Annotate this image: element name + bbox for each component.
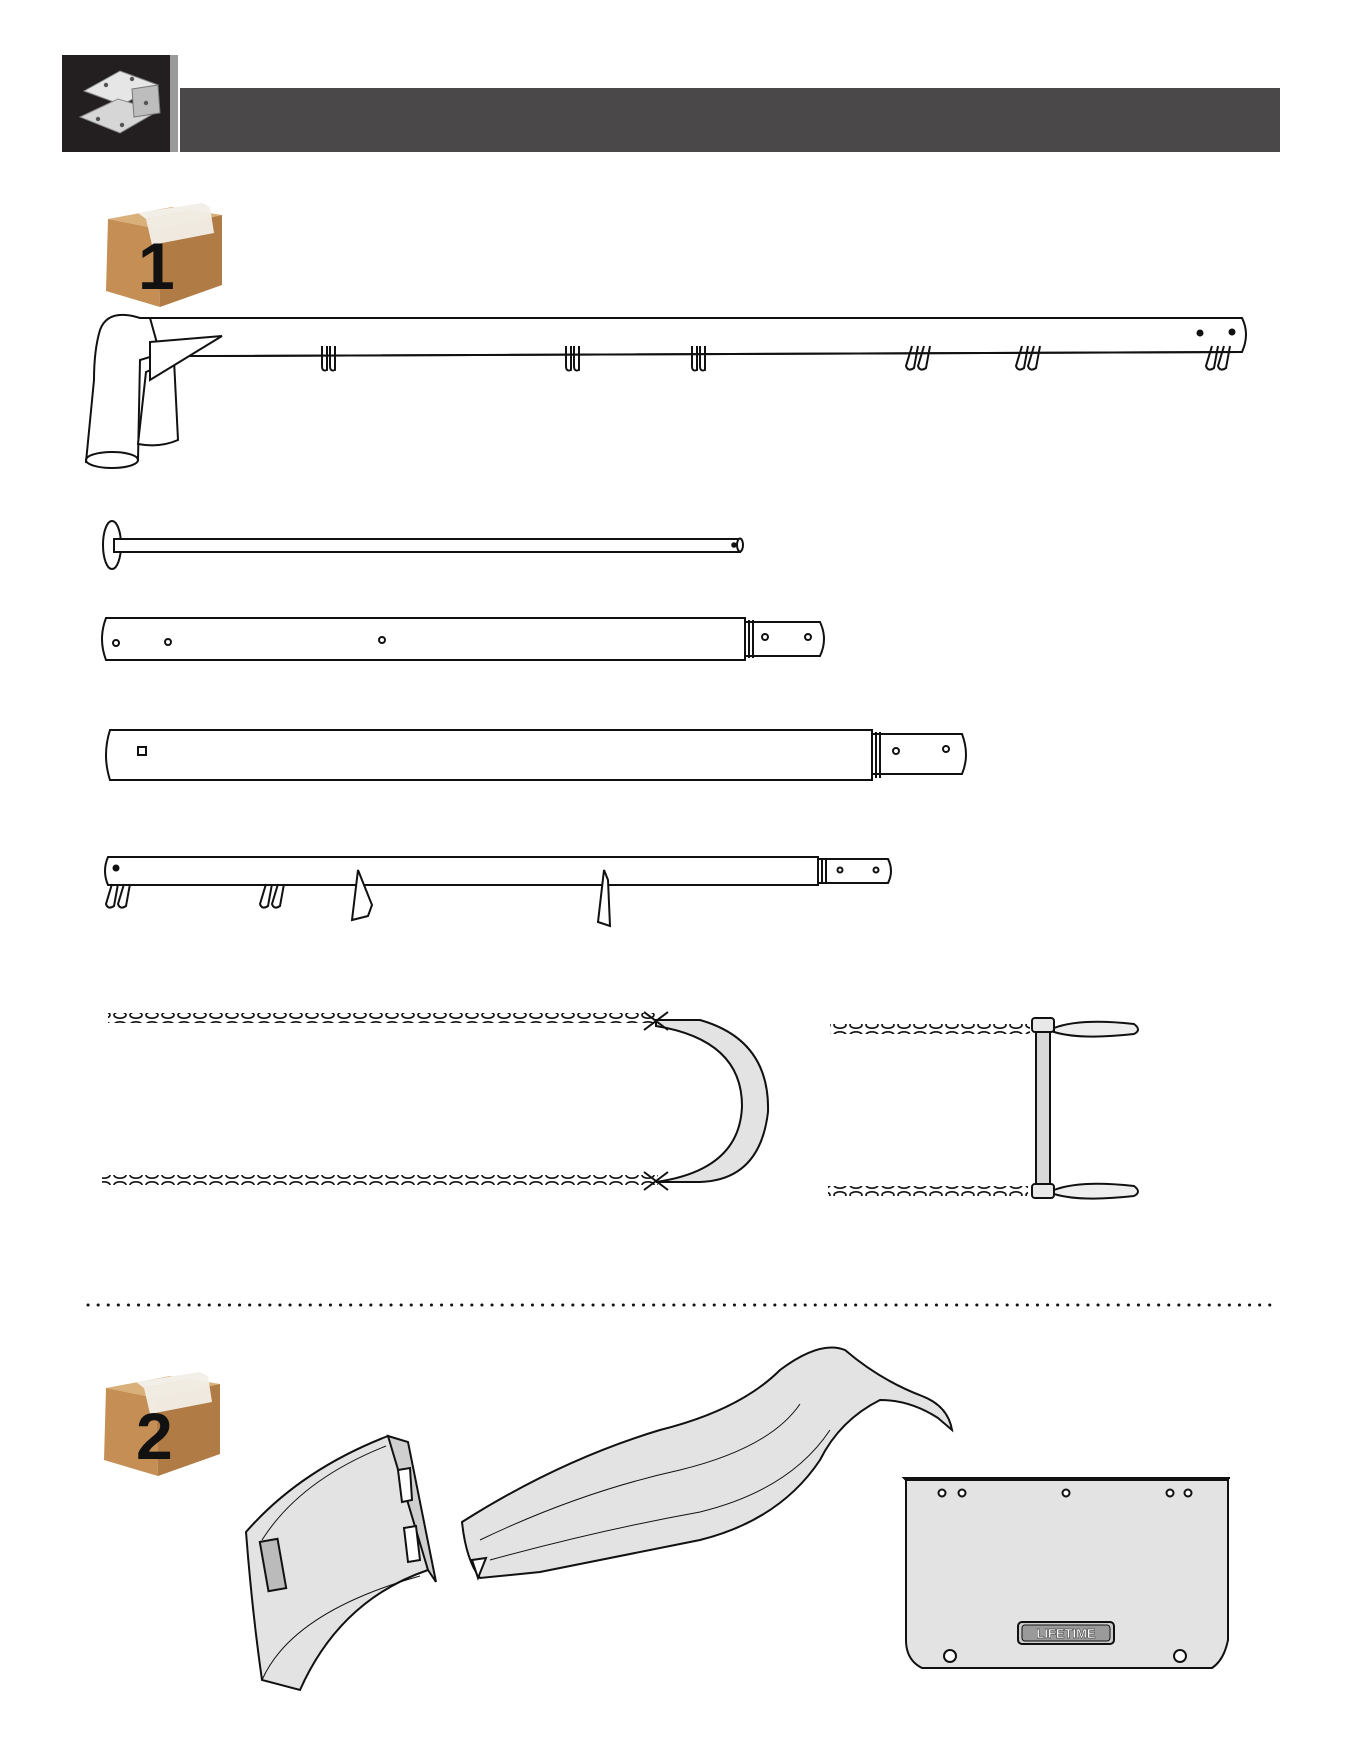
pipe-3-with-tabs — [105, 857, 891, 926]
slide-wavy-chute — [462, 1348, 952, 1579]
rod-with-disc — [103, 521, 743, 569]
panel-logo-text: LIFETIME — [1036, 1626, 1096, 1641]
slide-curved-section — [246, 1436, 436, 1690]
trapeze-bar-with-chains — [828, 1018, 1138, 1199]
pipe-3-hangers — [106, 884, 284, 908]
pipe-1 — [102, 618, 824, 660]
swing-seat-with-chains — [102, 1012, 768, 1190]
pipe-2 — [106, 730, 966, 780]
top-beam-with-bracket — [86, 315, 1246, 468]
